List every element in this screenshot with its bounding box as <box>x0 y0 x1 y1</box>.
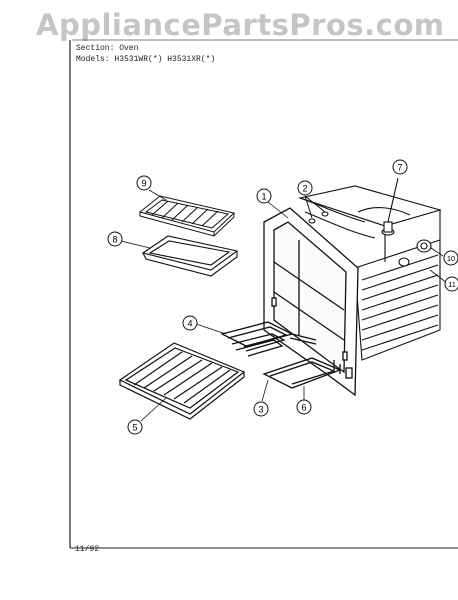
callout-label: 10 <box>447 254 455 263</box>
callout-9: 9 <box>136 175 152 191</box>
callout-2: 2 <box>297 180 313 196</box>
oven-rack-part <box>118 342 246 420</box>
callout-label: 7 <box>397 163 402 173</box>
callout-10: 10 <box>443 250 458 266</box>
oven-front-frame-part <box>263 207 359 397</box>
callout-label: 9 <box>141 179 146 189</box>
callout-1: 1 <box>256 188 272 204</box>
broil-element-part <box>262 357 342 389</box>
callout-3: 3 <box>253 401 269 417</box>
callout-label: 5 <box>132 423 137 433</box>
thermostat-part <box>381 177 399 236</box>
callout-7: 7 <box>392 159 408 175</box>
section-title: Section: Oven <box>76 44 139 53</box>
screws-part <box>304 195 329 224</box>
leader-lines <box>120 189 448 422</box>
watermark: AppliancePartsPros.com <box>36 8 445 42</box>
switch-parts <box>398 239 432 267</box>
callout-label: 2 <box>302 184 307 194</box>
callout-6: 6 <box>296 399 312 415</box>
broiler-pan-part <box>141 235 239 277</box>
callout-8: 8 <box>107 231 123 247</box>
callout-label: 8 <box>112 235 117 245</box>
footer-date: 11/92 <box>75 545 100 554</box>
callout-label: 1 <box>261 192 266 202</box>
callout-label: 11 <box>448 280 456 289</box>
callout-label: 3 <box>258 405 263 415</box>
broiler-grid-part <box>138 195 236 237</box>
callout-11: 11 <box>444 276 458 292</box>
callout-4: 4 <box>182 315 198 331</box>
callout-label: 6 <box>301 403 306 413</box>
bake-element-part <box>220 321 317 357</box>
models-line: Models: H3531WR(*) H3531XR(*) <box>76 55 216 64</box>
callout-5: 5 <box>127 419 143 435</box>
callout-label: 4 <box>187 319 192 329</box>
